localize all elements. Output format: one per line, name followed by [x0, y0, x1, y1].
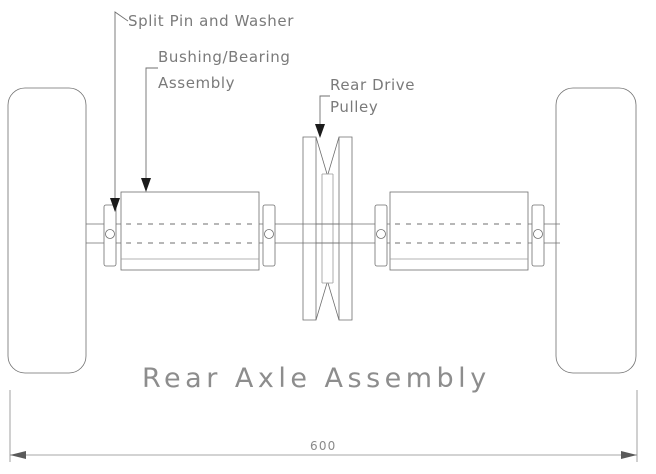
label-rear-drive-pulley-line-1: Rear Drive: [330, 76, 415, 94]
right-inner-washer-hole: [376, 229, 386, 239]
label-bushing-bearing-line-2: Assembly: [158, 74, 235, 92]
right-split-pin-hole: [533, 229, 543, 239]
split-pin-leader-arrowhead: [110, 198, 120, 212]
right-housing-body: [389, 191, 529, 271]
dimension-arrow-right: [621, 451, 637, 459]
left-housing-body: [120, 191, 260, 271]
label-rear-drive-pulley-line-2: Pulley: [330, 98, 378, 116]
rear-drive-pulley: [302, 136, 353, 321]
right-tire: [555, 87, 637, 374]
left-split-pin-hole: [105, 229, 115, 239]
left-tire-outline: [7, 87, 87, 374]
pulley-bottom-v-groove: [315, 282, 340, 321]
pulley-left-flange: [302, 136, 317, 321]
right-inner-washer: [374, 204, 388, 267]
bushing-bearing-leader-line: [145, 67, 158, 178]
rear-drive-pulley-leader-arrowhead: [315, 124, 325, 138]
dimension-value: 600: [310, 439, 337, 453]
axle-shaft-through-pulley: [303, 223, 352, 244]
split-pin-leader: [110, 11, 129, 212]
overall-width-dimension: 600: [9, 390, 638, 462]
left-bushing-bearing-housing: [120, 191, 260, 271]
drawing-title: Rear Axle Assembly: [142, 363, 491, 394]
rear-drive-pulley-leader: [315, 95, 330, 138]
left-inner-washer-plate: [262, 204, 276, 267]
pulley-groove-root: [327, 173, 328, 284]
split-pin-leader-line: [114, 11, 129, 198]
left-inner-washer: [262, 204, 276, 267]
left-inner-washer-hole: [264, 229, 274, 239]
bushing-bearing-leader: [141, 67, 158, 192]
right-washer-plate: [531, 204, 545, 267]
right-tire-outline: [555, 87, 637, 374]
bushing-bearing-leader-arrowhead: [141, 178, 151, 192]
right-bushing-bearing-housing: [389, 191, 529, 271]
left-tire: [7, 87, 87, 374]
rear-drive-pulley-leader-line: [319, 95, 330, 124]
pulley-groove-root-caps: [322, 173, 333, 284]
right-inner-washer-plate: [374, 204, 388, 267]
left-split-pin-washer: [103, 204, 117, 267]
pulley-hub-core: [321, 174, 334, 283]
left-washer-plate: [103, 204, 117, 267]
label-split-pin-and-washer: Split Pin and Washer: [128, 12, 294, 30]
pulley-top-v-groove: [315, 136, 340, 175]
right-split-pin-washer: [531, 204, 545, 267]
pulley-right-flange: [338, 136, 353, 321]
label-bushing-bearing-line-1: Bushing/Bearing: [158, 48, 290, 66]
dimension-arrow-left: [10, 451, 26, 459]
